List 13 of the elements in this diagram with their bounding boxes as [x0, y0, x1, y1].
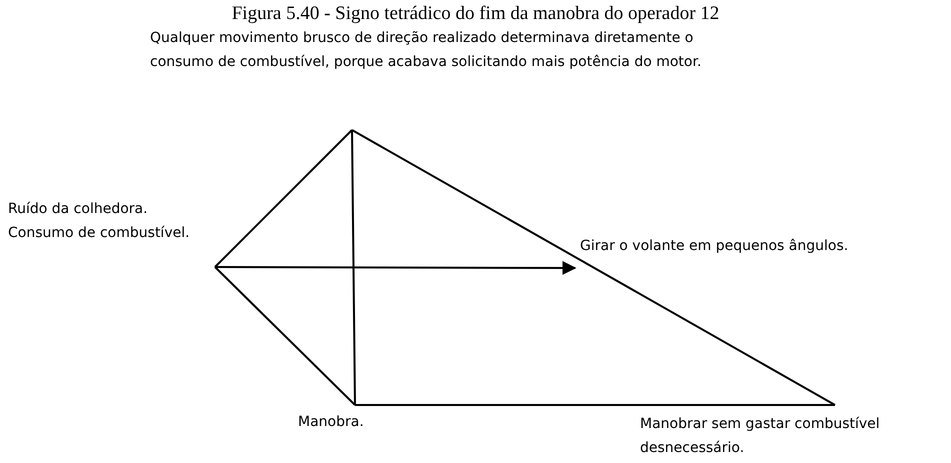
vertex-label: Girar o volante em pequenos ângulos.	[580, 237, 850, 256]
connector-line	[355, 404, 835, 406]
vertex-label: Manobrar sem gastar combustível desnecessário.	[640, 415, 881, 458]
connector-line	[352, 129, 836, 406]
arrow	[215, 260, 576, 275]
vertex-label: Consumo de combustível.	[8, 224, 191, 243]
vertex-label: Ruído da colhedora.	[8, 200, 149, 219]
connector-line	[214, 129, 353, 268]
connector-line	[351, 130, 356, 406]
vertex-label: Manobra.	[298, 413, 365, 432]
vertex-label: Qualquer movimento brusco de direção realizado determinava diretamente o consumo de combustível, porque acabava solicitando mais potência do motor.	[150, 29, 702, 72]
connector-line	[214, 266, 356, 406]
figure-title: Figura 5.40 - Signo tetrádico do fim da manobra do operador 12	[230, 3, 720, 25]
